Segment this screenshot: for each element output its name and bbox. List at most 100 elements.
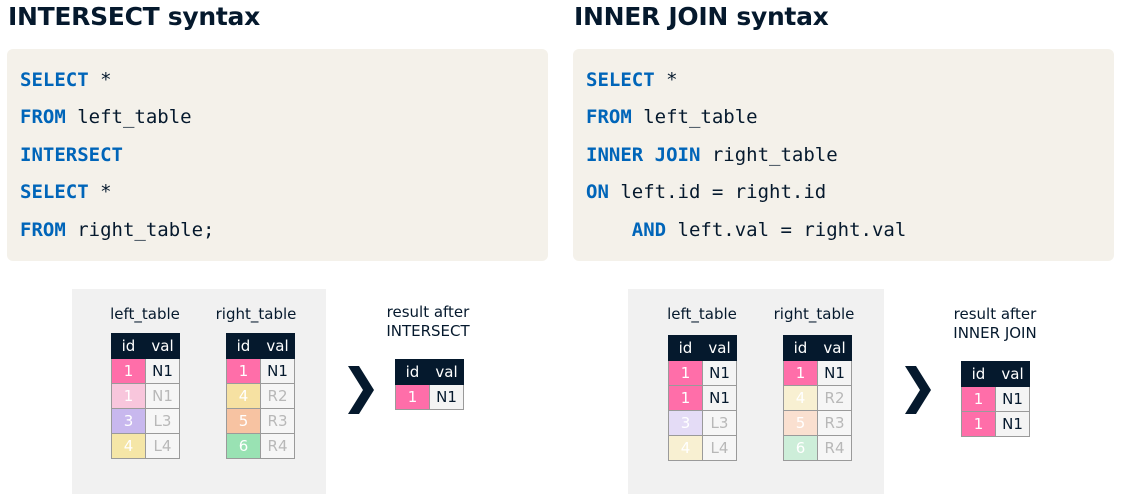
header-val: val xyxy=(429,359,464,385)
sql-keyword: FROM xyxy=(586,106,632,129)
id-cell: 1 xyxy=(783,360,818,386)
id-cell: 6 xyxy=(783,435,818,461)
header-val: val xyxy=(260,333,295,359)
header-val: val xyxy=(995,361,1030,387)
sql-text: left_table xyxy=(65,106,192,129)
val-cell: R3 xyxy=(260,408,295,434)
sql-text: left_table xyxy=(631,106,758,129)
id-cell: 5 xyxy=(783,410,818,436)
header-id: id xyxy=(961,361,996,387)
val-cell: L3 xyxy=(702,410,737,436)
val-cell: R3 xyxy=(817,410,852,436)
inner-join-left-table-label: left_table xyxy=(667,305,737,323)
inner-join-right-table-label: right_table xyxy=(773,305,855,323)
val-cell: R4 xyxy=(817,435,852,461)
id-cell: 3 xyxy=(111,408,146,434)
val-cell: L4 xyxy=(145,433,180,459)
code-line: FROM right_table; xyxy=(20,219,548,256)
code-line: FROM left_table xyxy=(20,106,548,143)
id-cell: 4 xyxy=(668,435,703,461)
intersect-right-table-label: right_table xyxy=(215,305,297,323)
chevron-right-icon xyxy=(905,366,931,414)
sql-keyword: INTERSECT xyxy=(20,143,123,166)
val-cell: N1 xyxy=(429,384,464,410)
val-cell: N1 xyxy=(995,386,1030,412)
header-id: id xyxy=(395,359,430,385)
sql-text: left.id = right.id xyxy=(608,181,827,204)
intersect-heading: INTERSECT syntax xyxy=(8,2,260,31)
id-cell: 3 xyxy=(668,410,703,436)
code-line: FROM left_table xyxy=(586,106,1114,143)
id-cell: 4 xyxy=(111,433,146,459)
code-line: ON left.id = right.id xyxy=(586,181,1114,218)
inner-join-result-label-line1: result after xyxy=(953,305,1037,323)
val-cell: R4 xyxy=(260,433,295,459)
id-cell: 1 xyxy=(961,386,996,412)
id-cell: 4 xyxy=(226,383,261,409)
chevron-right-icon xyxy=(348,366,374,414)
inner-join-heading: INNER JOIN syntax xyxy=(574,2,829,31)
id-cell: 1 xyxy=(111,358,146,384)
sql-keyword: SELECT xyxy=(586,69,655,91)
sql-keyword: SELECT xyxy=(20,69,89,91)
val-cell: N1 xyxy=(817,360,852,386)
sql-text: right_table xyxy=(700,143,838,166)
header-id: id xyxy=(668,335,703,361)
val-cell: L3 xyxy=(145,408,180,434)
sql-keyword: SELECT xyxy=(20,181,89,204)
code-line: SELECT * xyxy=(20,181,548,218)
id-cell: 1 xyxy=(226,358,261,384)
val-cell: R2 xyxy=(260,383,295,409)
header-val: val xyxy=(702,335,737,361)
intersect-left-table-label: left_table xyxy=(110,305,180,323)
val-cell: R2 xyxy=(817,385,852,411)
id-cell: 1 xyxy=(395,384,430,410)
id-cell: 4 xyxy=(783,385,818,411)
intersect-result-label-line1: result after xyxy=(386,303,470,321)
intersect-result-label-line2: INTERSECT xyxy=(386,322,470,340)
code-line: INNER JOIN right_table xyxy=(586,144,1114,181)
id-cell: 1 xyxy=(668,385,703,411)
val-cell: L4 xyxy=(702,435,737,461)
code-line: SELECT * xyxy=(20,69,548,106)
val-cell: N1 xyxy=(260,358,295,384)
sql-keyword: FROM xyxy=(20,218,66,241)
header-id: id xyxy=(111,333,146,359)
header-id: id xyxy=(783,335,818,361)
header-val: val xyxy=(145,333,180,359)
sql-keyword: ON xyxy=(586,181,609,204)
code-line: AND left.val = right.val xyxy=(586,219,1114,256)
code-line: INTERSECT xyxy=(20,144,548,181)
val-cell: N1 xyxy=(995,411,1030,437)
sql-text xyxy=(586,219,632,241)
val-cell: N1 xyxy=(702,385,737,411)
